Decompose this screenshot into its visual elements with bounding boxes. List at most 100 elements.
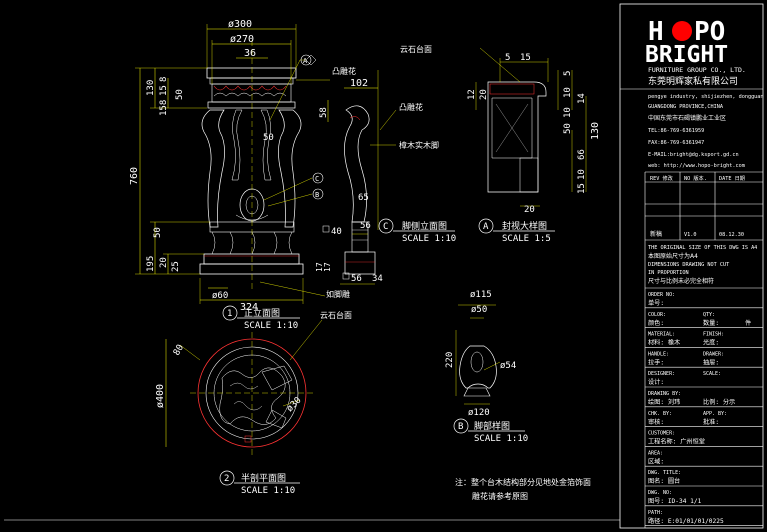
title-block-field-en: HANDLE:: [648, 351, 669, 357]
foot-view-title: 脚部样图: [474, 420, 510, 432]
dim-d50b: 50: [263, 133, 274, 143]
dim-s56: 56: [360, 221, 371, 231]
dim-d760: 760: [129, 167, 140, 185]
label-wood-mark: 樟木实木脚: [399, 140, 439, 150]
logo-o-circle: [672, 21, 692, 41]
company-cn: 东莞明辉家私有限公司: [648, 75, 738, 87]
foot-view-num: B: [458, 422, 463, 432]
dim-a5: 5: [505, 53, 510, 63]
title-block-field-en-right: QTY:: [703, 312, 715, 318]
rev-row-3: 08.12.30: [719, 232, 744, 238]
note-line-1: 注：整个台木结构部分见地处金箔饰面: [455, 477, 591, 487]
email: E-MAIL:bright@dg.ksport.gd.cn: [648, 152, 739, 158]
title-block-field-cn: 颜色:: [648, 319, 664, 327]
rev-header-3: DATE 日期: [719, 175, 745, 182]
title-block-field-cn-right: 数量:: [703, 319, 719, 327]
title-block-field-en: CHK. BY:: [648, 411, 672, 417]
title-block-field-en: DWG. TITLE:: [648, 470, 681, 476]
plan-view-num: 2: [224, 474, 229, 484]
tb-note-4: IN PROPORTION: [648, 270, 689, 276]
dim-d130: 130: [146, 80, 156, 96]
tb-note-5: 尺寸与比例未必完全相符: [648, 277, 714, 285]
top-view-num: A: [483, 222, 489, 232]
address-en-1: pengye industry, shijiezhen, dongguan: [648, 94, 764, 100]
title-block-field-cn: 材料: 橡木: [648, 339, 680, 347]
title-block-field-cn-right: 批准:: [703, 418, 719, 426]
dim-d60: ø60: [212, 291, 228, 301]
marker-c-letter: C: [315, 175, 319, 183]
web: web: http://www.hopo-bright.com: [648, 163, 745, 169]
title-block-field-cn: 单号:: [648, 299, 664, 307]
label-cloud-stone: 云石台面: [400, 44, 432, 54]
title-block-field-en: DWG. NO:: [648, 490, 672, 496]
dim-f50: ø50: [471, 305, 487, 315]
title-block-field-cn-right: 抽屉:: [703, 358, 719, 366]
tb-note-3: DIMENSIONS DRAWING NOT CUT: [648, 262, 729, 268]
label-carved-flower2: 凸雕花: [399, 102, 423, 112]
rev-header-1: REV 修改: [650, 174, 674, 182]
address-en-2: GUANGDONG PROVINCE,CHINA: [648, 104, 724, 110]
logo-h: H: [648, 17, 664, 47]
dim-p80: 80: [172, 343, 186, 357]
dim-p400: ø400: [155, 384, 166, 408]
logo-bright: BRIGHT: [645, 42, 728, 68]
top-view-title: 封视大样图: [502, 220, 547, 232]
side-view-title: 脚侧立面图: [402, 220, 447, 232]
dim-a15b: 15: [577, 183, 587, 194]
side-view-num: C: [383, 222, 388, 232]
title-block-field-en-right: SCALE:: [703, 371, 721, 377]
rev-row-1: 新稿: [650, 230, 662, 238]
dim-d270: ø270: [230, 34, 254, 45]
title-block-field-cn: 图名: 圆台: [648, 477, 680, 485]
title-block: [619, 3, 764, 529]
label-carved-flower: 凸雕花: [332, 66, 356, 76]
title-block-field-cn-right: 比例: 分示: [703, 398, 735, 406]
title-block-field-cn-right: 光度:: [703, 339, 719, 347]
front-view-scale: SCALE 1:10: [244, 321, 298, 331]
title-block-field-en: COLOR:: [648, 312, 666, 318]
dim-s40: 40: [331, 227, 342, 237]
dim-a10c: 10: [577, 169, 587, 180]
dim-d25: 25: [171, 261, 181, 272]
title-block-field-cn: 工程名称: 广州恒堂: [648, 438, 705, 446]
dim-d8: 8: [159, 77, 169, 82]
dim-d36: 36: [244, 48, 256, 59]
dim-f115: ø115: [470, 290, 492, 300]
dim-d300: ø300: [228, 19, 252, 30]
dim-s58: 58: [319, 107, 329, 118]
dim-a14: 14: [577, 93, 587, 104]
title-block-field-en-right: APP. BY:: [703, 411, 727, 417]
company-en: FURNITURE GROUP CO., LTD.: [648, 66, 746, 74]
dim-s56b: 56: [351, 274, 362, 284]
dim-a12: 12: [467, 89, 477, 100]
top-view-scale: SCALE 1:5: [502, 234, 551, 244]
label-cloud-stone2: 云石台面: [320, 310, 352, 320]
dim-s17: 17: [315, 262, 324, 272]
top-detail-view: [475, 47, 587, 234]
dim-a10b: 10: [563, 107, 573, 118]
title-block-field-cn: 图号: ID-34 1/1: [648, 498, 702, 505]
dim-d50c: 50: [153, 227, 163, 238]
dim-a20: 20: [479, 89, 489, 100]
dim-a5b: 5: [563, 71, 573, 76]
marker-a-letter: A: [303, 57, 308, 65]
tb-note-2: 本图原始尺寸为A4: [648, 252, 698, 260]
side-view-scale: SCALE 1:10: [402, 234, 456, 244]
dim-d195: 195: [146, 256, 156, 272]
dim-a130: 130: [590, 122, 601, 140]
title-block-field-cn: 绘图: 刘玮: [648, 398, 680, 406]
fax: FAX:86-769-6361947: [648, 140, 704, 146]
front-view-num: 1: [227, 309, 232, 319]
front-view-title: [222, 305, 300, 321]
logo-po: PO: [694, 17, 725, 47]
dim-a66: 66: [577, 149, 587, 160]
foot-detail-view: [453, 304, 525, 434]
title-block-field-en-right: FINISH:: [703, 332, 724, 338]
dim-s34: 34: [372, 274, 383, 284]
dim-f120: ø120: [468, 408, 490, 418]
title-block-field-en: MATERIAL:: [648, 332, 675, 338]
title-block-field-en: ORDER NO:: [648, 292, 675, 298]
half-plan-view: [165, 319, 323, 486]
tel: TEL:86-769-6361959: [648, 128, 704, 134]
